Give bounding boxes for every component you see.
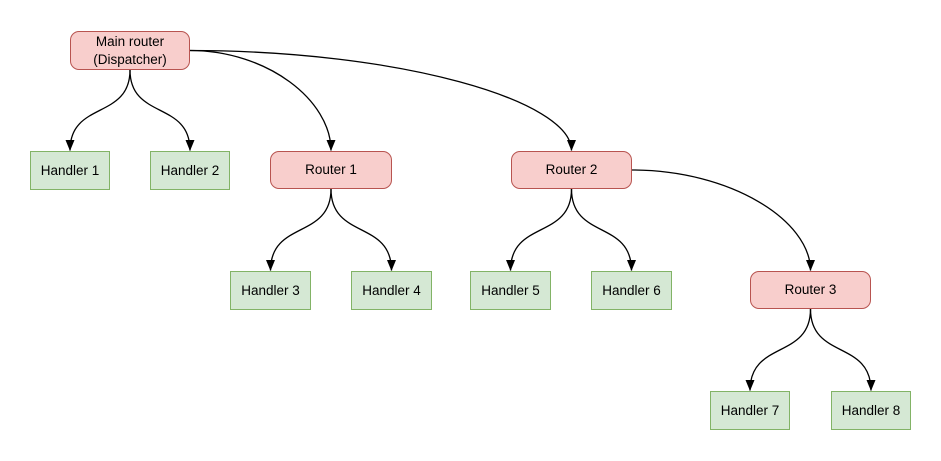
node-router-2: Router 2 xyxy=(511,151,632,189)
node-label: Handler 5 xyxy=(481,282,540,298)
node-label: Router 1 xyxy=(305,162,357,178)
edge-router-1-to-handler-3 xyxy=(266,188,332,271)
node-handler-7: Handler 7 xyxy=(710,391,790,430)
edge-main-router-to-handler-1 xyxy=(65,69,131,151)
node-label: Handler 4 xyxy=(362,282,421,298)
node-handler-2: Handler 2 xyxy=(150,151,230,190)
node-main-router: Main router (Dispatcher) xyxy=(70,31,190,70)
node-label: Handler 2 xyxy=(160,162,220,178)
node-label: Handler 8 xyxy=(841,402,901,418)
edge-router-3-to-handler-7 xyxy=(745,308,812,391)
edge-router-2-to-router-3 xyxy=(631,169,815,271)
node-label: Handler 7 xyxy=(720,402,780,418)
node-label: Router 3 xyxy=(784,282,837,298)
node-handler-4: Handler 4 xyxy=(351,271,432,310)
node-handler-1: Handler 1 xyxy=(30,151,110,190)
node-router-3: Router 3 xyxy=(750,271,871,309)
node-label: Router 2 xyxy=(545,162,598,178)
edge-router-3-to-handler-8 xyxy=(809,308,876,391)
edge-main-router-to-router-2 xyxy=(189,49,576,151)
edge-router-1-to-handler-4 xyxy=(330,188,396,271)
node-handler-5: Handler 5 xyxy=(470,271,551,310)
node-label: Handler 6 xyxy=(602,282,661,298)
edge-router-2-to-handler-5 xyxy=(506,188,573,271)
node-handler-3: Handler 3 xyxy=(230,271,311,310)
node-handler-8: Handler 8 xyxy=(831,391,911,430)
edge-main-router-to-router-1 xyxy=(189,49,336,151)
node-label: Main router (Dispatcher) xyxy=(93,33,167,67)
node-label: Handler 1 xyxy=(40,162,100,178)
edge-main-router-to-handler-2 xyxy=(129,69,195,151)
node-handler-6: Handler 6 xyxy=(591,271,672,310)
edge-router-2-to-handler-6 xyxy=(570,188,636,271)
node-router-1: Router 1 xyxy=(270,151,392,189)
node-label: Handler 3 xyxy=(241,282,300,298)
